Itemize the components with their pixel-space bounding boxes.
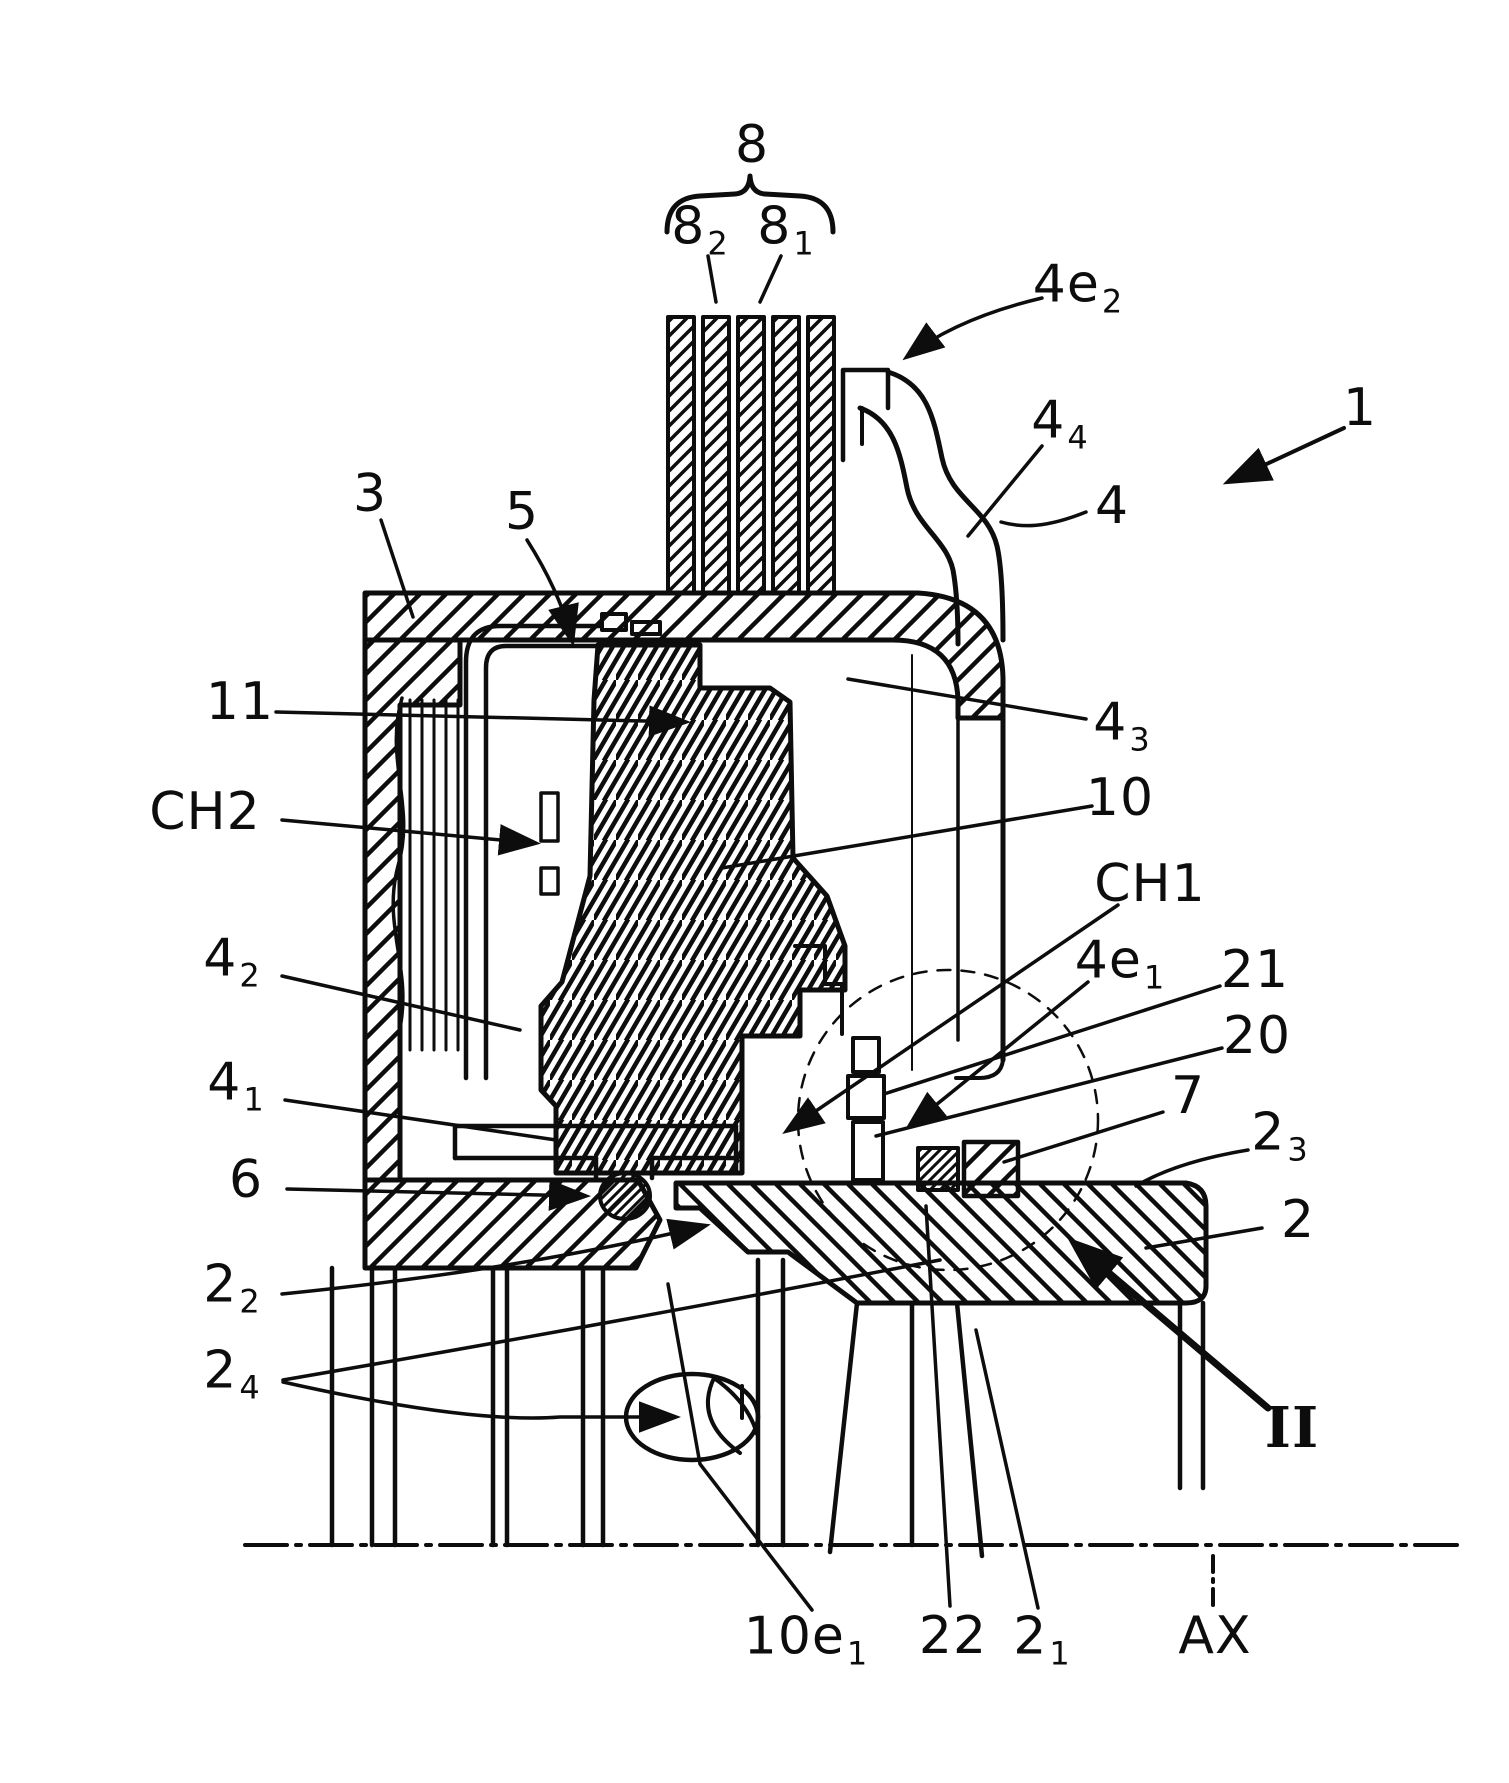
centerline-ax	[243, 1543, 1464, 1614]
leader-10e-1	[666, 1282, 814, 1612]
leader-4-3	[846, 677, 1088, 721]
leader-22	[924, 1204, 952, 1608]
ring-22	[851, 1120, 885, 1182]
leader-2-3	[1134, 1148, 1250, 1188]
leader-ch1	[782, 903, 1120, 1134]
leader-2	[1144, 1226, 1264, 1250]
ring-20	[846, 1074, 886, 1120]
clutch-pack-plates-8	[666, 315, 836, 595]
leader-4-1	[283, 1098, 558, 1142]
hub-10-shape	[538, 642, 848, 1176]
leader-2-4b	[281, 1380, 681, 1433]
cover-sheet-4	[840, 367, 1006, 1080]
sleeve-lines	[329, 1257, 1206, 1559]
detail-circle-II	[796, 968, 1100, 1272]
leader-4e-1	[904, 980, 1090, 1131]
leader-1	[1222, 426, 1346, 485]
leader-4	[999, 510, 1088, 528]
leader-4-2	[280, 974, 522, 1032]
cup-5	[463, 623, 603, 1081]
leader-5	[525, 538, 579, 647]
leader-2-2	[280, 1218, 711, 1296]
bellows-4-2	[391, 696, 460, 1054]
leader-2-1	[974, 1328, 1040, 1610]
leader-4-4	[966, 444, 1044, 538]
leader-11	[274, 705, 691, 737]
leader-21	[882, 984, 1222, 1096]
leader-ii	[1066, 1237, 1272, 1412]
leader-2-4a	[281, 1258, 942, 1382]
leader-ch2	[280, 818, 541, 856]
leader-6	[285, 1179, 591, 1211]
seal-6	[598, 1171, 652, 1221]
snap-ring-11	[600, 612, 662, 636]
leader-lines	[274, 254, 1346, 1612]
ring-21	[851, 1036, 881, 1074]
brace-8	[664, 173, 836, 235]
leader-7	[1002, 1110, 1165, 1164]
leader-3	[379, 518, 415, 619]
crimp-4e-1	[793, 944, 844, 1036]
leader-20	[874, 1046, 1224, 1138]
leader-10	[720, 804, 1094, 870]
leader-4e-2	[902, 296, 1044, 361]
leader-8-2	[706, 254, 718, 304]
leader-8-1	[758, 254, 783, 304]
